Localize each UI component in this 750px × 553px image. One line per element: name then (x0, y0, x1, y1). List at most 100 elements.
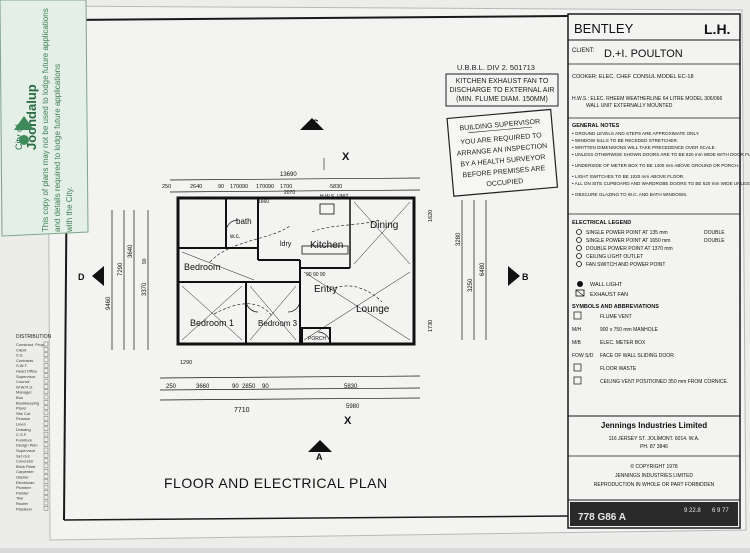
distribution-checkbox (43, 384, 49, 389)
stamp-note-3: with the City. (65, 187, 74, 233)
electrical-legend-label: CEILING LIGHT OUTLET (586, 254, 643, 260)
dim-bottom: 250 (166, 384, 177, 390)
dim-top: 2640 (190, 184, 202, 190)
dim-left-d: 90 (142, 258, 148, 264)
dim-hws: H.W.S. UNIT (320, 194, 349, 200)
room-bedroom: Bedroom (184, 262, 221, 272)
council-logo (14, 116, 34, 145)
distribution-checkbox (43, 410, 49, 416)
distribution-item: Furniture (16, 437, 33, 442)
general-note: • WINDOW SILLS TO BE RECEDED STRETCHER. (572, 138, 678, 143)
symbol-text: CEILING VENT POSITIONED 350 mm FROM CORN… (600, 379, 728, 385)
dim-bottom: 90 (232, 384, 239, 390)
client-name: D.+I. POULTON (604, 48, 683, 60)
distribution-checkbox (43, 389, 49, 394)
exhaust-fan-row: EXHAUST FAN (575, 289, 628, 298)
distribution-item: Tiler (16, 496, 24, 501)
distribution-item: C.S.F. (16, 432, 27, 437)
general-note: • WRITTEN DIMENSIONS WILL TAKE PRECEDENC… (572, 145, 716, 150)
distribution-checkbox (43, 378, 49, 384)
dim-bottom: 3660 (196, 384, 210, 390)
kitchen-note-1: KITCHEN EXHAUST FAN TO (456, 78, 549, 85)
section-marker-a: A (316, 452, 323, 462)
plan-labels: C A B D X X bath w.c. ldry Kitchen Dinin… (78, 118, 529, 491)
client-label: CLIENT: (572, 48, 595, 54)
supervisor-line-5: OCCUPIED (486, 178, 523, 188)
copyright-company: JENNINGS INDUSTRIES LIMITED (615, 473, 693, 479)
company-name: Jennings Industries Limited (601, 421, 707, 430)
dim-small1: 1290 (180, 360, 192, 366)
wall-light-row: WALL LIGHT (577, 281, 623, 288)
symbol-row: FLUME VENT (573, 311, 632, 320)
dim-bottom: 2850 (242, 384, 256, 390)
electrical-legend-row: FAN SWITCH AND POWER POINT (576, 261, 665, 268)
distribution-item: Manager (16, 390, 32, 395)
distribution-item: Drawing (16, 427, 31, 432)
copyright: © COPYRIGHT 1978 (630, 463, 677, 470)
building-supervisor-stamp: BUILDING SUPERVISOR YOU ARE REQUIRED TO … (446, 108, 559, 197)
symbol-code: M/H (572, 327, 582, 333)
sheet-border-top (67, 15, 569, 21)
ubbl-stamp: U.B.B.L. DIV 2. 501713 (457, 63, 535, 72)
distribution-checkbox (43, 352, 49, 357)
plan-title: FLOOR AND ELECTRICAL PLAN (164, 475, 388, 491)
dim-bottom-right: 5980 (346, 404, 360, 410)
hand-label: L.H. (704, 21, 730, 37)
dim-right-top: 1620 (428, 210, 434, 222)
dim-bottom: 5830 (344, 384, 358, 390)
floor-plan (92, 118, 520, 452)
exhaust-fan-label: EXHAUST FAN (590, 292, 628, 298)
symbol-row: CEILING VENT POSITIONED 350 mm FROM CORN… (573, 376, 728, 385)
distribution-item: Glazier (16, 475, 29, 480)
symbol-text: 900 x 750 mm MANHOLE (600, 327, 658, 333)
distribution-item: Head Office (16, 369, 38, 374)
distribution-item: Finance (16, 416, 31, 421)
electrical-legend-label: SINGLE POWER POINT AT 1650 mm (586, 238, 670, 244)
general-note: • ALL ON SITE CUPBOARD AND WARDROBE DOOR… (572, 181, 750, 186)
distribution-checkbox (43, 437, 49, 442)
bottom-date: 6 9 77 (712, 508, 729, 514)
general-note: • OBSCURE GLAZING TO W.C. AND BATH WINDO… (572, 192, 687, 197)
symbol-text: FACE OF WALL SLIDING DOOR (600, 353, 674, 359)
symbol-code: FOW S/D (572, 353, 594, 359)
distribution-checkbox (43, 442, 49, 447)
dim-left-b: 3640 (128, 244, 134, 258)
distribution-checkbox (43, 463, 49, 469)
distribution-item: Carpenter (16, 469, 34, 474)
stamp-note-1: This copy of plans may not be used to lo… (41, 8, 50, 232)
dim-right-bot2: 1730 (428, 320, 434, 332)
council-name2: Joondalup (24, 84, 39, 150)
distribution-checkbox (43, 373, 49, 378)
dim-top: 1700 (230, 184, 242, 190)
hws-spec: H.W.S.: ELEC. RHEEM WEATHERLINE 64 LITRE… (572, 96, 723, 109)
distribution-checkbox (43, 368, 49, 373)
room-dining: Dining (370, 220, 398, 231)
dim-left-total: 9460 (106, 296, 112, 310)
distribution-item: S.W.T. (16, 363, 28, 368)
distribution-item: Construct. Prop. (16, 342, 45, 347)
distribution-checkbox (43, 426, 49, 431)
model-name: BENTLEY (574, 21, 634, 36)
distribution-item: Roofer (16, 501, 29, 506)
distribution-checkbox (43, 506, 49, 511)
copyright-notice: REPRODUCTION IN WHOLE OR PART FORBIDDEN (594, 482, 715, 488)
distribution-title: DISTRIBUTION (16, 334, 52, 340)
symbol-text: ELEC. METER BOX (600, 340, 646, 346)
distribution-item: Plumber (16, 485, 32, 490)
symbol-row: FOW S/D FACE OF WALL SLIDING DOOR (572, 353, 674, 359)
distribution-item: Bus (16, 395, 23, 400)
kitchen-note-2: DISCHARGE TO EXTERNAL AIR (450, 87, 555, 94)
general-note: • UNDERSIDE OF METER BOX TO BE 1400 mm A… (572, 163, 739, 168)
electrical-legend-label: FAN SWITCH AND POWER POINT (586, 262, 665, 268)
distribution-checkbox (43, 453, 49, 458)
distribution-item: Electrician (16, 480, 34, 485)
dim-top-total: 13690 (280, 172, 297, 178)
general-note: • LIGHT SWITCHES TO BE 1020 mm ABOVE FLO… (572, 174, 684, 179)
dim-top: 1700 (256, 184, 268, 190)
symbol-code: M/B (572, 340, 582, 346)
electrical-legend-row: DOUBLE POWER POINT AT 1370 mm (576, 245, 673, 252)
dim-top-left: 250 (162, 184, 171, 190)
general-note: • UNLESS OTHERWISE SHOWN DOORS ARE TO BE… (572, 152, 750, 157)
distribution-item: Bookkeeping (16, 400, 39, 405)
dim-cook: 90 90 90 (306, 272, 326, 278)
